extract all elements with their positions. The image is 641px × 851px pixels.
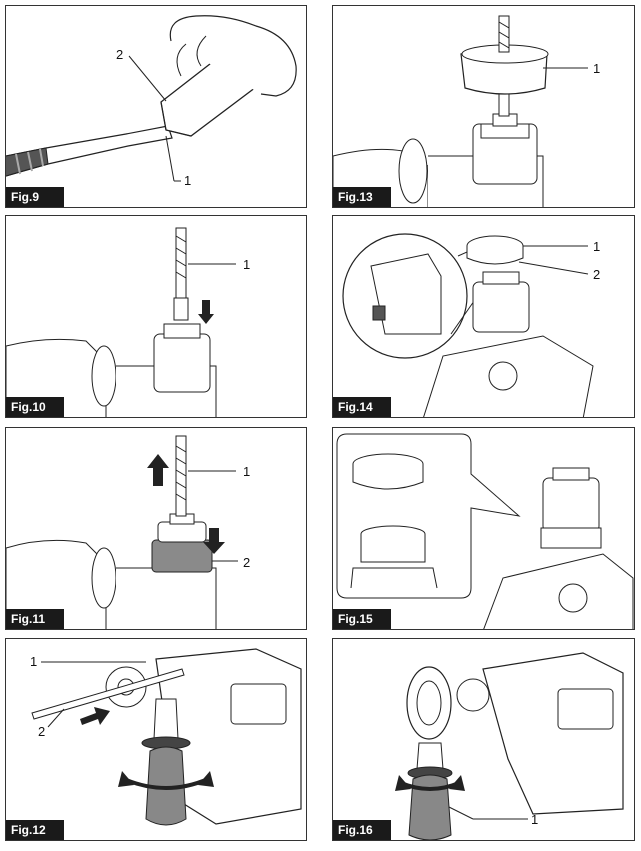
figure-label: Fig.10 <box>6 397 64 417</box>
figure-panel-fig16: 1 Fig.16 <box>332 638 635 841</box>
figure-panel-fig14: 1 2 Fig.14 <box>332 215 635 418</box>
callout-number: 2 <box>38 724 46 739</box>
callout-number: 1 <box>593 239 601 254</box>
figure-panel-fig15: Fig.15 <box>332 427 635 630</box>
callout-number: 1 <box>531 812 539 827</box>
illustration-dust-cup <box>333 15 588 207</box>
callout-number: 2 <box>116 47 124 62</box>
illustration-ring-detail <box>336 433 634 629</box>
figure-panel-fig12: 1 2 Fig.12 <box>5 638 307 841</box>
callout-number: 1 <box>593 61 601 76</box>
figure-panel-fig13: 1 Fig.13 <box>332 5 635 208</box>
callout-number: 1 <box>184 173 192 188</box>
figure-label: Fig.15 <box>333 609 391 629</box>
figure-label: Fig.16 <box>333 820 391 840</box>
figure-label: Fig.14 <box>333 397 391 417</box>
illustration-bit-insert <box>6 227 236 417</box>
figure-label: Fig.13 <box>333 187 391 207</box>
callout-number: 1 <box>243 257 251 272</box>
figure-panel-fig11: 1 2 Fig.11 <box>5 427 307 630</box>
figure-label: Fig.12 <box>6 820 64 840</box>
illustration-ring-install <box>342 233 594 417</box>
illustration-depth-gauge <box>31 648 302 826</box>
figure-panel-fig9: 2 1 Fig.9 <box>5 5 307 208</box>
illustration-bit-greasing <box>6 15 297 182</box>
figure-label: Fig.9 <box>6 187 64 207</box>
callout-number: 2 <box>593 267 601 282</box>
figure-panel-fig10: 1 Fig.10 <box>5 215 307 418</box>
callout-number: 2 <box>243 555 251 570</box>
illustration-bit-removal <box>6 435 238 629</box>
illustration-side-grip <box>395 652 624 840</box>
figure-label: Fig.11 <box>6 609 64 629</box>
callout-number: 1 <box>30 654 38 669</box>
callout-number: 1 <box>243 464 251 479</box>
